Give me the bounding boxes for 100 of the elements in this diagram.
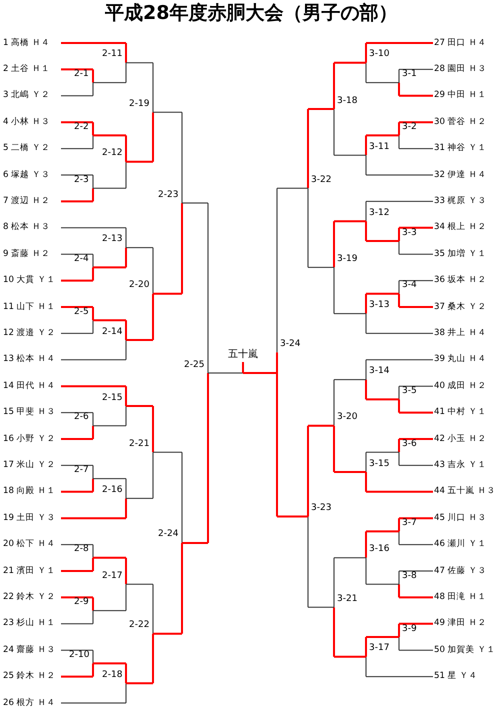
player-name: 1 高橋 Ｈ４ (3, 38, 50, 48)
player-name: 9 斎藤 Ｈ２ (3, 250, 50, 258)
match-number: 3-17 (369, 644, 390, 654)
player-name: 34 根上 Ｈ２ (434, 223, 486, 232)
player-name: 39 丸山 Ｈ４ (434, 355, 486, 364)
player-name: 4 小林 Ｈ３ (3, 118, 50, 126)
match-number: 2-11 (102, 50, 122, 60)
match-number: 2-7 (74, 466, 89, 476)
player-name: 22 鈴木 Ｙ２ (3, 592, 56, 602)
match-number: 3-8 (402, 572, 417, 581)
player-name: 14 田代 Ｈ４ (3, 382, 56, 390)
match-number: 2-16 (102, 486, 122, 495)
player-name: 32 伊達 Ｈ４ (434, 170, 486, 180)
match-number: 2-15 (102, 394, 122, 402)
match-number: 3-23 (311, 504, 332, 514)
match-number: 3-7 (402, 518, 417, 528)
player-name: 19 土田 Ｙ３ (3, 514, 56, 522)
match-number: 2-14 (102, 328, 122, 336)
player-name: 12 渡邉 Ｙ２ (3, 328, 56, 338)
match-number: 2-3 (74, 176, 89, 185)
player-name: 41 中村 Ｙ１ (434, 408, 486, 417)
player-name: 28 園田 Ｈ３ (434, 64, 486, 74)
match-number: 2-21 (129, 440, 150, 449)
title: 平成28年度赤胴大会（男子の部） (105, 4, 398, 22)
match-number: 3-19 (337, 254, 358, 264)
player-name: 20 松下 Ｈ４ (3, 540, 56, 549)
player-name: 33 梶原 Ｙ３ (434, 196, 486, 206)
match-number: 2-5 (74, 308, 89, 317)
player-name: 21 濱田 Ｙ１ (3, 566, 56, 576)
player-name: 10 大貫 Ｙ１ (3, 276, 56, 285)
player-name: 5 二橋 Ｙ２ (3, 144, 50, 153)
match-number: 2-18 (102, 670, 122, 680)
match-number: 3-12 (369, 208, 390, 218)
player-name: 38 井上 Ｈ４ (434, 328, 486, 338)
player-name: 42 小玉 Ｈ２ (434, 434, 486, 444)
match-number: 2-9 (74, 598, 89, 608)
player-name: 43 吉永 Ｙ１ (434, 460, 486, 470)
match-number: 3-16 (369, 545, 390, 554)
match-number: 2-23 (158, 190, 178, 200)
match-number: 2-20 (129, 281, 150, 290)
player-name: 36 坂本 Ｈ２ (434, 276, 486, 285)
match-number: 3-11 (369, 142, 390, 152)
match-number: 2-8 (74, 545, 89, 554)
player-name: 48 田滝 Ｈ１ (434, 592, 486, 602)
player-name: 8 松本 Ｈ３ (3, 223, 50, 232)
match-number: 3-20 (337, 413, 358, 422)
player-name: 44 五十嵐 Ｈ３ (434, 487, 496, 496)
player-name: 37 桑木 Ｙ２ (434, 302, 486, 312)
match-number: 2-19 (129, 100, 150, 109)
match-number: 2-12 (102, 149, 122, 158)
player-name: 18 向殿 Ｈ１ (3, 487, 56, 496)
match-number: 3-21 (337, 594, 358, 604)
player-name: 50 加賀美 Ｙ１ (434, 646, 496, 654)
player-name: 49 津田 Ｈ２ (434, 619, 486, 628)
match-number: 3-13 (369, 301, 390, 310)
match-number: 3-18 (337, 96, 358, 106)
match-number: 3-4 (402, 281, 417, 290)
player-name: 13 松本 Ｈ４ (3, 355, 56, 364)
player-name: 7 渡辺 Ｈ２ (3, 196, 50, 206)
player-name: 47 佐藤 Ｙ３ (434, 566, 486, 576)
player-name: 51 星 Ｙ４ (434, 672, 478, 681)
match-number: 2-22 (129, 621, 150, 630)
match-number: 2-24 (158, 530, 178, 540)
match-number: 2-10 (69, 650, 90, 660)
player-name: 11 山下 Ｈ１ (3, 302, 56, 312)
match-number: 3-5 (402, 386, 417, 396)
player-name: 23 杉山 Ｈ１ (3, 619, 56, 628)
player-name: 29 中田 Ｈ１ (434, 91, 486, 100)
player-name: 3 北嶋 Ｙ２ (3, 91, 50, 100)
player-name: 17 米山 Ｙ２ (3, 460, 56, 470)
player-name: 25 鈴木 Ｈ２ (3, 672, 56, 681)
player-name: 2 土谷 Ｈ１ (3, 64, 50, 74)
player-name: 45 川口 Ｈ３ (434, 514, 486, 522)
player-name: 40 成田 Ｈ２ (434, 382, 486, 390)
match-number: 2-2 (74, 122, 89, 132)
player-name: 31 神谷 Ｙ１ (434, 144, 486, 153)
match-number: 2-4 (74, 254, 89, 264)
match-number: 3-9 (402, 624, 417, 634)
player-name: 15 甲斐 Ｈ３ (3, 408, 56, 417)
match-number: 3-6 (402, 440, 417, 449)
match-number: 3-3 (402, 228, 417, 238)
match-number: 3-14 (369, 367, 390, 376)
player-name: 35 加増 Ｙ１ (434, 250, 486, 258)
player-name: 30 菅谷 Ｈ２ (434, 118, 486, 126)
match-number: 3-10 (369, 50, 390, 60)
match-number: 2-6 (74, 413, 89, 422)
match-number: 3-24 (280, 340, 300, 349)
match-number: 2-13 (102, 235, 122, 244)
match-number: 3-15 (369, 460, 390, 468)
player-name: 26 根方 Ｈ４ (3, 698, 56, 708)
player-name: 46 瀬川 Ｙ１ (434, 540, 486, 549)
player-name: 27 田口 Ｈ４ (434, 38, 486, 48)
match-number: 3-1 (402, 70, 417, 80)
player-name: 24 齋藤 Ｈ３ (3, 646, 56, 654)
match-number: 2-25 (184, 360, 204, 370)
match-number: 3-2 (402, 122, 417, 132)
match-number: 2-1 (74, 70, 89, 80)
player-name: 16 小野 Ｙ２ (3, 434, 56, 444)
match-number: 3-22 (311, 176, 332, 185)
winner-name: 五十嵐 (228, 350, 258, 360)
